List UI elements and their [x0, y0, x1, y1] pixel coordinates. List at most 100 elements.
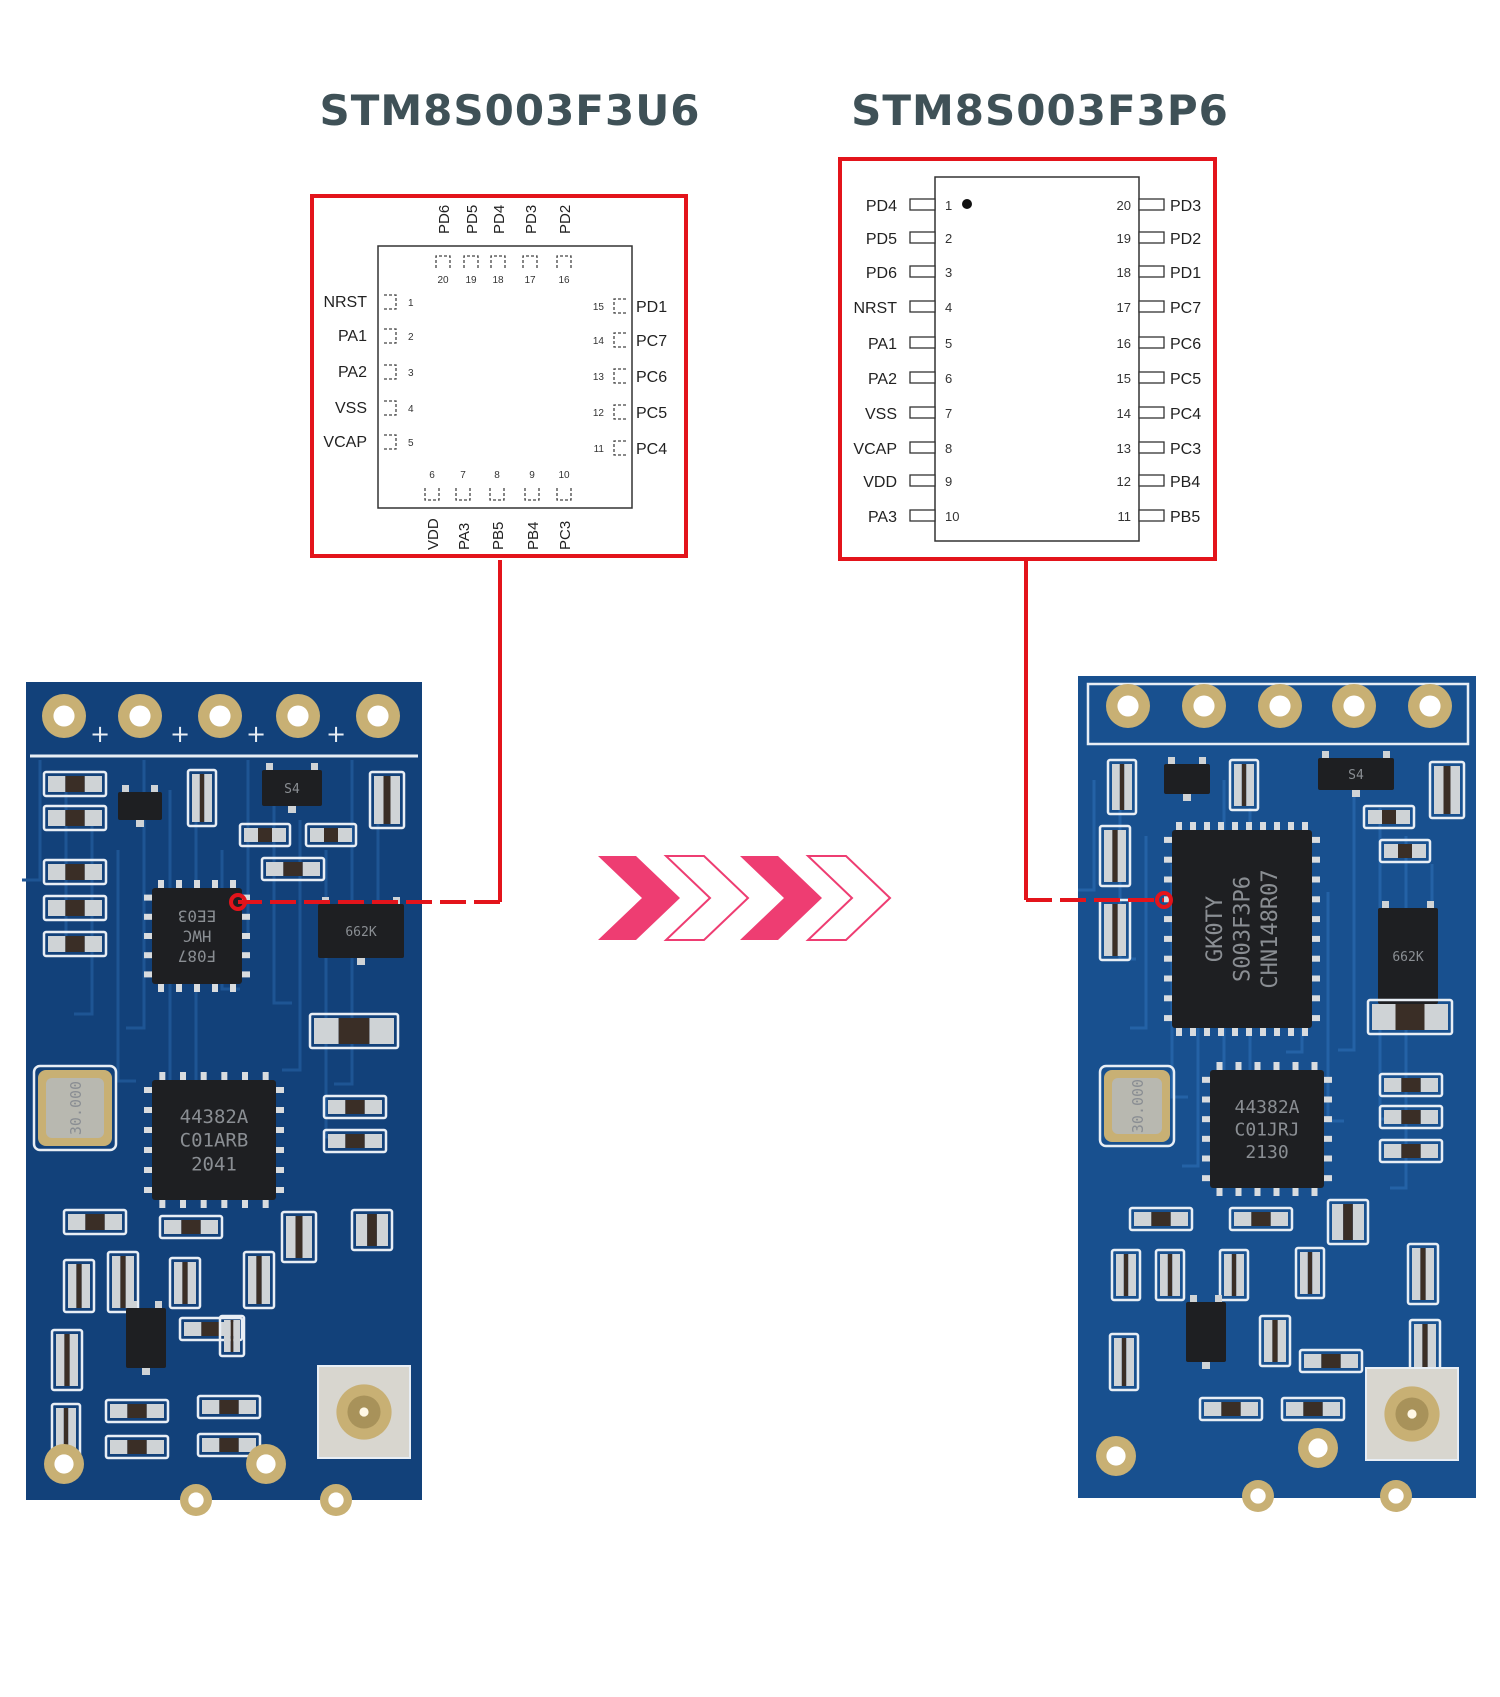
- smd-pad: [238, 1400, 256, 1414]
- smd-pad: [1128, 1254, 1136, 1296]
- smd-pad: [192, 774, 200, 822]
- pin-number: 2: [408, 332, 414, 343]
- pin-number: 18: [1117, 265, 1131, 280]
- smd-pad: [1224, 1254, 1232, 1296]
- right-mcu-chip: [1172, 830, 1312, 1028]
- smd-body: [219, 1400, 239, 1414]
- silkscreen-outline: [304, 822, 358, 848]
- pin-label: PD6: [866, 265, 897, 282]
- silkscreen-outline: [1298, 1348, 1364, 1374]
- sot-lead: [1427, 901, 1434, 908]
- pin-label: PC4: [1170, 406, 1201, 423]
- smd-pad: [1420, 1078, 1438, 1092]
- pin-label: VSS: [335, 400, 367, 417]
- sot-marking: S4: [1348, 768, 1364, 783]
- smd-pad: [1434, 766, 1444, 814]
- pin-number: 12: [593, 408, 605, 419]
- smd-body: [127, 1440, 147, 1454]
- chip-pin: [1311, 1062, 1318, 1070]
- chip-pin: [1246, 1028, 1252, 1036]
- through-hole: [1308, 1438, 1328, 1458]
- smd-pad: [1236, 1254, 1244, 1296]
- smd-pad: [1116, 1254, 1124, 1296]
- qfn-pad: [455, 488, 471, 501]
- smd-pad: [68, 1264, 77, 1308]
- pin-label: PB5: [490, 522, 507, 550]
- chip-pin: [1235, 1062, 1242, 1070]
- sot-lead: [1183, 794, 1191, 801]
- smd-pad: [1134, 1212, 1152, 1226]
- smd-pad: [68, 1408, 76, 1452]
- smd-pad: [1368, 810, 1382, 824]
- pin-label: PD1: [1170, 265, 1201, 282]
- through-hole: [328, 1492, 344, 1508]
- chip-pin: [144, 894, 152, 901]
- smd-pad: [390, 776, 400, 824]
- smd-pad: [48, 900, 66, 916]
- pin-number: 20: [437, 275, 449, 286]
- smd-pad: [1332, 1204, 1344, 1240]
- smd-pad: [81, 1264, 90, 1308]
- sot-lead: [122, 785, 129, 792]
- smd-pad: [374, 776, 384, 824]
- smd-pad: [174, 1262, 183, 1304]
- sot-package: [118, 792, 162, 820]
- smd-pad: [1396, 810, 1410, 824]
- through-hole: [256, 1454, 276, 1474]
- pin-label: PC3: [557, 521, 574, 550]
- silkscreen-outline: [260, 856, 326, 882]
- smd-pad: [48, 776, 66, 792]
- chip-pin: [1202, 1096, 1210, 1103]
- smd-pad: [244, 828, 258, 842]
- left-rf-chip: [152, 1080, 276, 1200]
- tssop-body: [934, 176, 1140, 542]
- smd-pad: [1240, 1402, 1258, 1416]
- sot-package: [1164, 764, 1210, 794]
- pin-label: PA2: [338, 364, 367, 381]
- sot-lead: [1199, 757, 1206, 764]
- pin-label: PC6: [1170, 336, 1201, 353]
- chip-pin: [1312, 955, 1320, 962]
- chip-pin: [276, 1167, 284, 1173]
- tssop-lead: [1138, 371, 1165, 384]
- tssop-lead: [909, 265, 936, 278]
- ufl-pin: [1407, 1409, 1417, 1419]
- chip-pin: [1164, 975, 1172, 982]
- through-hole: [129, 705, 151, 727]
- chip-pin: [1324, 1096, 1332, 1103]
- silkscreen-outline: [322, 1094, 388, 1120]
- pin-label: PD3: [1170, 198, 1201, 215]
- smd-pad: [1234, 764, 1242, 806]
- silkscreen-plus: +: [170, 720, 190, 748]
- pin-label: PC6: [636, 369, 667, 386]
- silkscreen-outline: [308, 1012, 400, 1050]
- smd-pad: [1312, 1252, 1320, 1294]
- pcb-trace: [272, 790, 292, 1005]
- pin-label: VSS: [865, 406, 897, 423]
- through-hole: [1193, 695, 1215, 717]
- chip-pin: [1204, 822, 1210, 830]
- smd-pad: [1427, 1324, 1436, 1370]
- chip-pin: [1164, 836, 1172, 843]
- smd-pad: [1384, 1144, 1402, 1158]
- through-hole: [287, 705, 309, 727]
- silkscreen-outline: [280, 1210, 318, 1264]
- pcb-trace: [1078, 780, 1096, 892]
- pin-label: VDD: [425, 518, 442, 550]
- pin-number: 14: [1117, 406, 1131, 421]
- pin-label: PA1: [338, 328, 367, 345]
- sot-lead: [1352, 790, 1360, 797]
- silkscreen-outline: [1218, 1248, 1250, 1302]
- chip-pin: [159, 1200, 166, 1208]
- silkscreen-outline: [1098, 824, 1132, 888]
- pcb-trace: [1338, 780, 1356, 1052]
- chip-pin: [1260, 822, 1266, 830]
- smd-body: [85, 1214, 105, 1230]
- smd-body: [1112, 830, 1118, 882]
- pin-number: 15: [593, 302, 605, 313]
- sot-lead: [311, 763, 318, 770]
- smd-pad: [1450, 766, 1460, 814]
- chip-pin: [212, 880, 218, 888]
- chip-pin: [242, 1200, 248, 1208]
- tssop-lead: [909, 231, 936, 244]
